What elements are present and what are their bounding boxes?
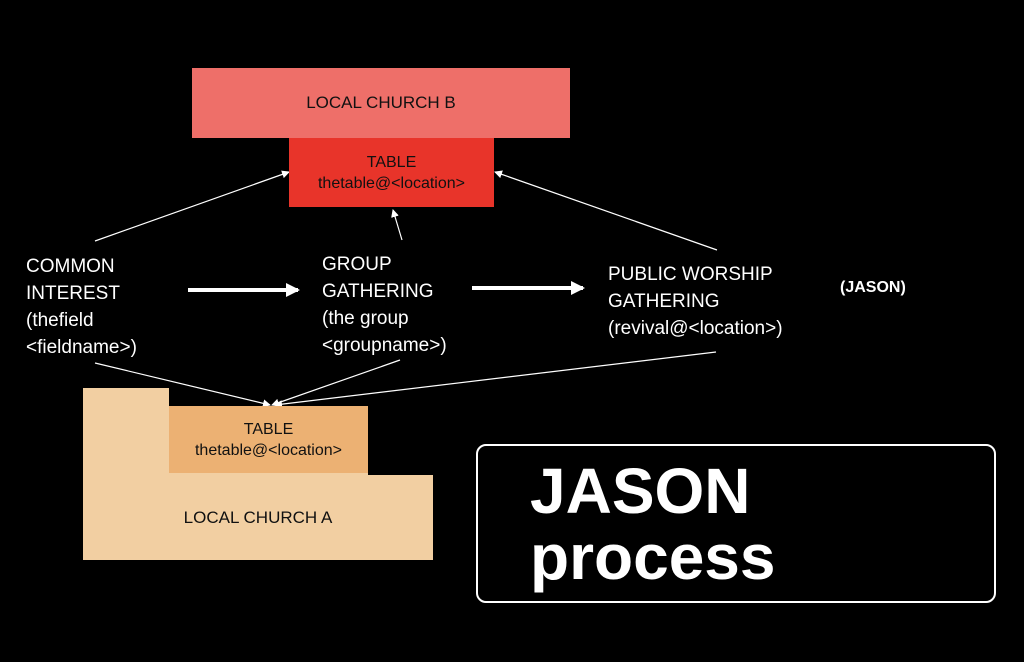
local-church-a-label: LOCAL CHURCH A <box>183 508 333 527</box>
top-table-location: thetable@<location> <box>317 174 465 192</box>
group-gathering-node: GROUP GATHERING (the group <groupname>) <box>322 251 447 359</box>
arrow-common-to-bottom-table <box>94 362 271 408</box>
bottom-table-location: thetable@<location> <box>194 441 342 459</box>
arrow-worship-to-bottom-table <box>274 351 717 409</box>
arrow-worship-to-top-table <box>494 170 718 251</box>
public-worship-line: GATHERING <box>608 291 720 312</box>
top-table-title: TABLE <box>366 153 417 171</box>
process-title-line2: process <box>530 521 776 593</box>
public-worship-node: PUBLIC WORSHIP GATHERING (revival@<locat… <box>608 261 783 342</box>
process-title-box <box>476 444 996 603</box>
process-title: JASON process <box>530 458 775 590</box>
public-worship-line: PUBLIC WORSHIP <box>608 264 773 285</box>
group-gathering-line: GATHERING <box>322 281 434 302</box>
common-interest-line: INTEREST <box>26 283 120 304</box>
common-interest-line: <fieldname>) <box>26 337 137 358</box>
process-title-line1: JASON <box>530 455 751 527</box>
local-church-b-label: LOCAL CHURCH B <box>306 93 456 112</box>
top-table-box: TABLE thetable@<location> <box>289 138 494 207</box>
local-church-a-box: LOCAL CHURCH A <box>83 500 433 536</box>
arrow-group-to-top-table <box>391 209 403 241</box>
arrow-group-to-bottom-table <box>271 359 401 407</box>
group-gathering-line: GROUP <box>322 254 392 275</box>
common-interest-line: (thefield <box>26 310 94 331</box>
local-church-b-box: LOCAL CHURCH B <box>192 68 570 138</box>
common-interest-node: COMMON INTEREST (thefield <fieldname>) <box>26 253 137 361</box>
jason-tag: (JASON) <box>840 279 906 296</box>
bottom-table-title: TABLE <box>243 420 294 438</box>
public-worship-line: (revival@<location>) <box>608 318 783 339</box>
bottom-table-box: TABLE thetable@<location> <box>169 406 368 473</box>
group-gathering-line: (the group <box>322 308 409 329</box>
group-gathering-line: <groupname>) <box>322 335 447 356</box>
common-interest-line: COMMON <box>26 256 115 277</box>
arrow-common-to-top-table <box>94 170 290 242</box>
